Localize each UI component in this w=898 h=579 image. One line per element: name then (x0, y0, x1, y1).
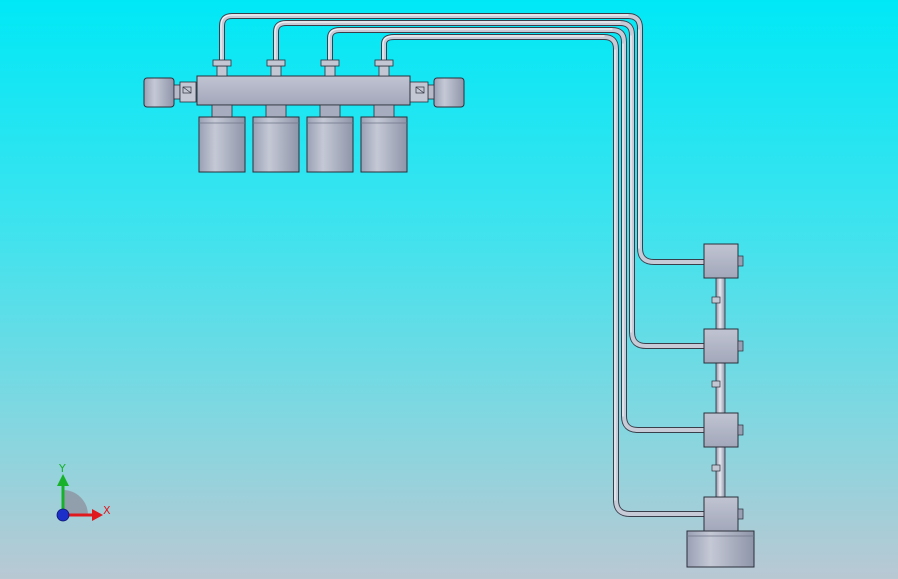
manifold-right-endcap[interactable] (409, 77, 465, 108)
base-canister[interactable] (686, 530, 755, 568)
filter-canister[interactable] (306, 104, 354, 173)
valve-stack[interactable] (686, 243, 755, 568)
triad-y-label: Y (58, 462, 66, 475)
triad-x-label: X (103, 504, 111, 517)
manifold-left-endcap[interactable] (143, 77, 197, 108)
filter-canisters[interactable] (198, 104, 408, 173)
valve-block[interactable] (703, 243, 744, 279)
riser-couplers (711, 296, 721, 472)
tube-runs[interactable] (219, 13, 707, 517)
valve-block[interactable] (703, 496, 744, 532)
reference-triad: Y X (56, 462, 111, 522)
filter-canister[interactable] (360, 104, 408, 173)
manifold-outlet-fittings[interactable] (212, 59, 394, 77)
manifold-assembly[interactable] (143, 59, 465, 173)
manifold-body[interactable] (196, 75, 411, 106)
filter-canister[interactable] (252, 104, 300, 173)
valve-block[interactable] (703, 412, 744, 448)
filter-canister[interactable] (198, 104, 246, 173)
valve-block[interactable] (703, 328, 744, 364)
